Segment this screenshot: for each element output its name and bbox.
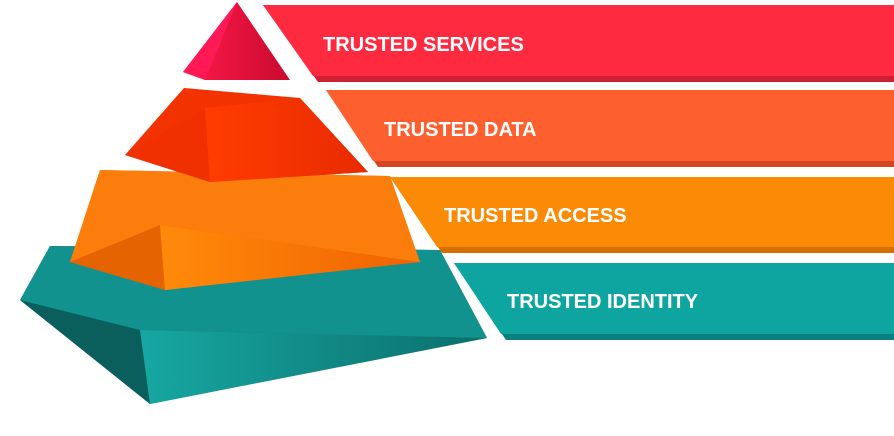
pyramid-tier-access: [70, 170, 420, 290]
label-trusted-data: TRUSTED DATA: [384, 119, 537, 141]
pyramid: [20, 2, 487, 404]
pyramid-tier-data: [125, 88, 368, 182]
banner-access: TRUSTED ACCESS: [390, 177, 894, 253]
pyramid-tier-services: [183, 2, 290, 80]
label-trusted-services: TRUSTED SERVICES: [323, 34, 524, 56]
banner-services: TRUSTED SERVICES: [263, 5, 894, 82]
banner-data: TRUSTED DATA: [326, 90, 894, 167]
banner-identity: TRUSTED IDENTITY: [454, 263, 894, 340]
label-trusted-access: TRUSTED ACCESS: [444, 205, 627, 227]
label-trusted-identity: TRUSTED IDENTITY: [507, 291, 699, 313]
